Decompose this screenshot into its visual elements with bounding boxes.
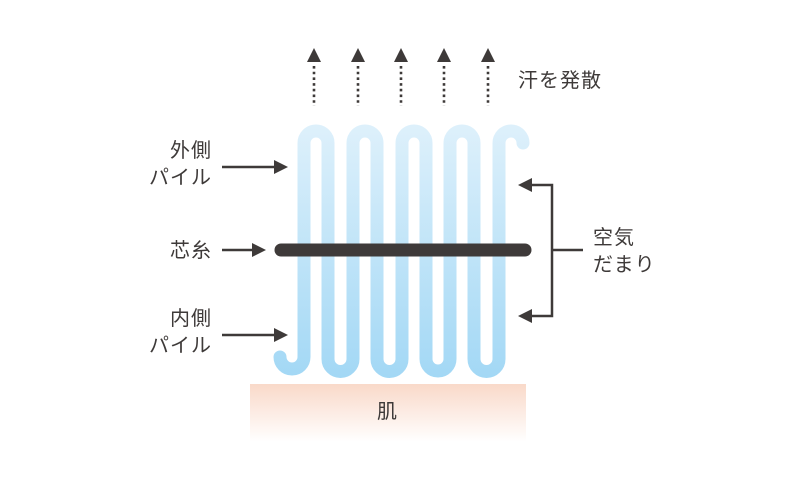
inner-pile-label: 内側 パイル <box>120 305 212 359</box>
core-yarn-arrow-icon <box>222 243 266 257</box>
sweat-arrow-icon <box>437 48 451 106</box>
air-pocket-label-line1: 空気 <box>593 225 635 249</box>
sweat-arrow-icon <box>307 48 321 106</box>
outer-pile-label-line1: 外側 <box>170 138 212 162</box>
skin-layer <box>250 384 526 442</box>
air-pocket-bracket-icon <box>518 178 583 323</box>
inner-pile-label-line2: パイル <box>149 333 212 357</box>
sweat-arrow-icon <box>351 48 365 106</box>
skin-label: 肌 <box>377 399 398 423</box>
core-yarn-label: 芯糸 <box>170 238 212 262</box>
air-pocket-label: 空気 だまり <box>593 224 656 278</box>
sweat-arrow-icon <box>481 48 495 106</box>
outer-pile-label: 外側 パイル <box>120 137 212 191</box>
inner-pile-arrow-icon <box>222 328 288 342</box>
air-pocket-label-line2: だまり <box>593 252 656 276</box>
sweat-arrows <box>307 48 495 106</box>
sweat-label: 汗を発散 <box>518 68 602 92</box>
outer-pile-label-line2: パイル <box>149 165 212 189</box>
sweat-arrow-icon <box>394 48 408 106</box>
outer-pile-arrow-icon <box>222 160 288 174</box>
inner-pile-label-line1: 内側 <box>170 306 212 330</box>
